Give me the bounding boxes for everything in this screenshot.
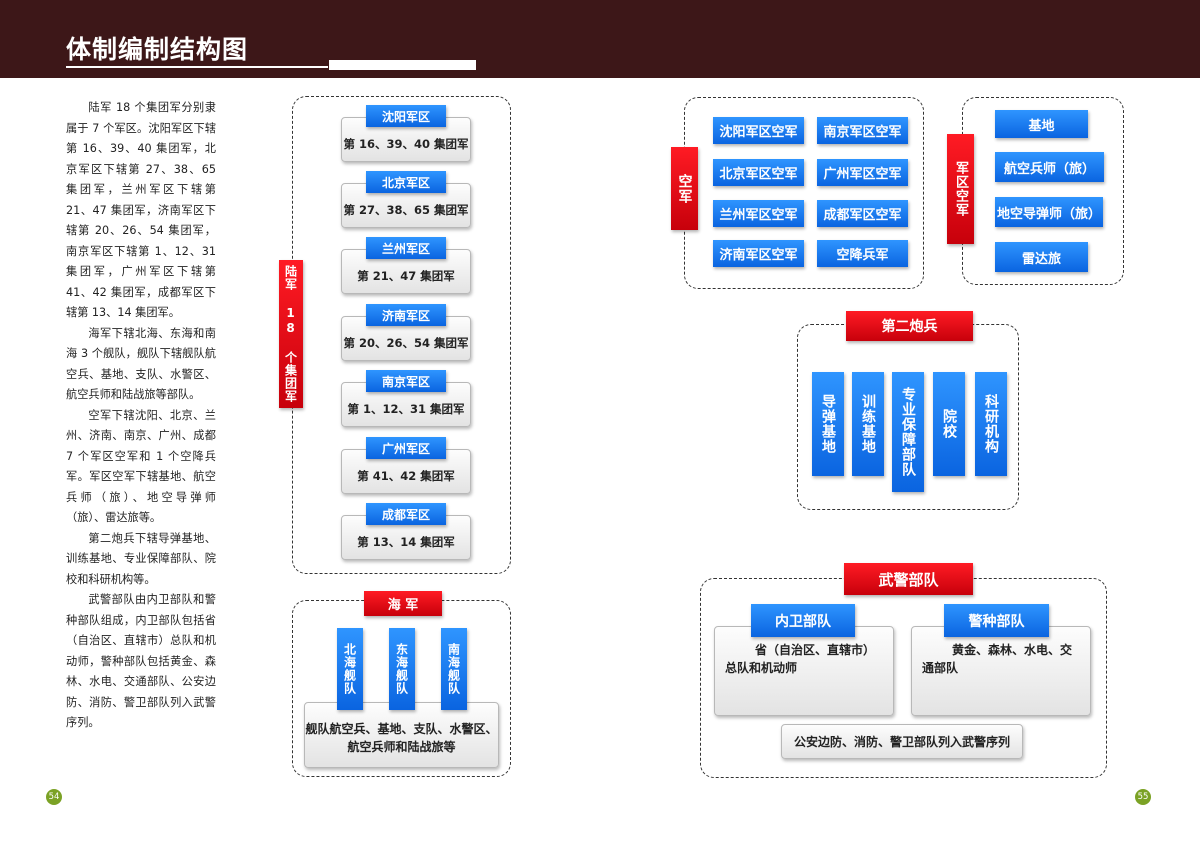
army-region: 广州军区 — [366, 437, 446, 459]
navy-fleet: 东海舰队 — [389, 628, 415, 710]
region-airforce-unit: 航空兵师（旅） — [995, 152, 1104, 182]
army-units: 第 13、14 集团军 — [341, 515, 471, 560]
army-region: 沈阳军区 — [366, 105, 446, 127]
artillery-unit: 专业保障部队 — [892, 372, 924, 492]
airforce-region: 南京军区空军 — [817, 117, 908, 144]
region-airforce-unit: 基地 — [995, 110, 1088, 138]
airforce-region: 兰州军区空军 — [713, 200, 804, 227]
navy-title: 海 军 — [364, 591, 442, 616]
police-footer: 公安边防、消防、警卫部队列入武警序列 — [781, 724, 1023, 759]
airforce-region: 北京军区空军 — [713, 159, 804, 186]
airforce-title: 空军 — [671, 147, 698, 230]
artillery-unit: 训练基地 — [852, 372, 884, 476]
intro-paragraph: 第二炮兵下辖导弹基地、训练基地、专业保障部队、院校和科研机构等。 — [66, 531, 216, 586]
airforce-region: 沈阳军区空军 — [713, 117, 804, 144]
intro-paragraph: 空军下辖沈阳、北京、兰州、济南、南京、广州、成都 7 个军区空军和 1 个空降兵… — [66, 408, 216, 525]
title-underline — [66, 66, 328, 68]
artillery-title: 第二炮兵 — [846, 311, 973, 341]
army-units: 第 41、42 集团军 — [341, 449, 471, 494]
region-airforce-unit: 地空导弹师（旅） — [995, 197, 1103, 227]
navy-units: 舰队航空兵、基地、支队、水警区、航空兵师和陆战旅等 — [304, 702, 499, 768]
intro-text: 陆军 18 个集团军分别隶属于 7 个军区。沈阳军区下辖第 16、39、40 集… — [66, 98, 216, 734]
title-accent-bar — [329, 60, 476, 70]
airforce-region: 广州军区空军 — [817, 159, 908, 186]
internal-title: 内卫部队 — [751, 604, 855, 637]
special-desc: 黄金、森林、水电、交通部队 — [911, 626, 1091, 716]
intro-paragraph: 陆军 18 个集团军分别隶属于 7 个军区。沈阳军区下辖第 16、39、40 集… — [66, 101, 216, 319]
army-region: 兰州军区 — [366, 237, 446, 259]
police-title: 武警部队 — [844, 563, 973, 595]
artillery-unit: 科研机构 — [975, 372, 1007, 476]
artillery-unit: 导弹基地 — [812, 372, 844, 476]
army-region: 南京军区 — [366, 370, 446, 392]
special-title: 警种部队 — [944, 604, 1049, 637]
internal-desc: 省（自治区、直辖市）总队和机动师 — [714, 626, 894, 716]
page-number-left: 54 — [46, 789, 62, 805]
airforce-region: 空降兵军 — [817, 240, 908, 267]
navy-fleet: 北海舰队 — [337, 628, 363, 710]
army-region: 北京军区 — [366, 171, 446, 193]
airforce-region: 成都军区空军 — [817, 200, 908, 227]
intro-paragraph: 海军下辖北海、东海和南海 3 个舰队，舰队下辖舰队航空兵、基地、支队、水警区、航… — [66, 326, 216, 402]
page-header: 体制编制结构图 — [0, 0, 1200, 78]
army-region: 济南军区 — [366, 304, 446, 326]
army-title: 陆军 18 个集团军 — [279, 260, 303, 408]
artillery-unit: 院校 — [933, 372, 965, 476]
navy-fleet: 南海舰队 — [441, 628, 467, 710]
page-title: 体制编制结构图 — [66, 35, 249, 64]
intro-paragraph: 武警部队由内卫部队和警种部队组成，内卫部队包括省（自治区、直辖市）总队和机动师，… — [66, 593, 216, 729]
page-number-right: 55 — [1135, 789, 1151, 805]
airforce-region: 济南军区空军 — [713, 240, 804, 267]
army-region: 成都军区 — [366, 503, 446, 525]
region-airforce-title: 军区空军 — [947, 134, 974, 244]
region-airforce-unit: 雷达旅 — [995, 242, 1088, 272]
